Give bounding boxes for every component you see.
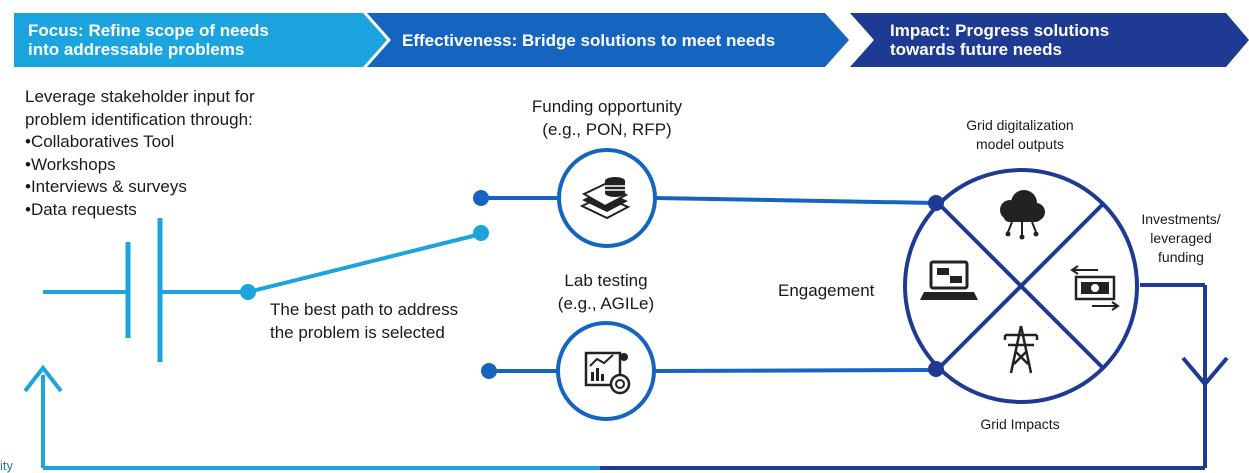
transmission-tower-icon (1003, 325, 1039, 374)
banner-impact-arrow (850, 13, 1249, 67)
funding-text: Funding opportunity (e.g., PON, RFP) (497, 96, 717, 141)
banner-focus-arrow (14, 13, 387, 67)
hub-left-label: Engagement (778, 281, 875, 300)
stakeholder-item-label: Workshops (30, 154, 116, 174)
stakeholder-intro-line1: Leverage stakeholder input for (25, 87, 255, 106)
stakeholder-item: •Interviews & surveys (25, 177, 187, 196)
hub-top-label: Grid digitalization model outputs (930, 116, 1110, 154)
lab-line1: Lab testing (564, 271, 648, 290)
lab-circle (556, 321, 656, 421)
loop-down-arrowhead (1181, 356, 1229, 388)
stakeholder-item-label: Interviews & surveys (30, 177, 187, 196)
best-path-text: The best path to address the problem is … (270, 299, 458, 344)
hub-right-label: Investments/ leveraged funding (1128, 210, 1234, 267)
funding-line2: (e.g., PON, RFP) (542, 119, 672, 139)
cloud-network-icon (1000, 190, 1045, 240)
switch-contact-node (473, 225, 489, 241)
laptop-chat-icon (920, 260, 978, 300)
stakeholder-item: •Collaboratives Tool (25, 132, 175, 151)
funding-line1: Funding opportunity (531, 97, 683, 116)
lab-line2: (e.g., AGILe) (557, 293, 655, 313)
stakeholder-item-label: Data requests (30, 199, 137, 219)
best-path-line1: The best path to address (270, 300, 459, 319)
banner-focus-line1: Focus: Refine scope of needs (28, 21, 269, 40)
banner-impact-label: Impact: Progress solutions towards futur… (890, 21, 1109, 59)
stakeholder-intro-line2: problem identification through: (25, 109, 253, 129)
banner-effectiveness-arrow (367, 13, 849, 67)
hub-right-line1: Investments/ (1141, 211, 1221, 227)
funding-wire-right (654, 196, 936, 205)
stakeholder-item: •Workshops (25, 154, 116, 174)
banner-impact-line1: Impact: Progress solutions (890, 21, 1110, 40)
banner-focus-line2: into addressable problems (28, 40, 245, 59)
stakeholder-text: Leverage stakeholder input for problem i… (25, 86, 255, 221)
best-path-line2: the problem is selected (270, 322, 445, 342)
analytics-icon (584, 351, 631, 395)
lab-wire-right (653, 368, 936, 373)
hub-top-left-node (928, 195, 944, 211)
hub-right-line3: funding (1158, 249, 1204, 265)
hub-bottom-label: Grid Impacts (980, 416, 1060, 432)
money-stack-icon (579, 177, 631, 220)
hub-top-line1: Grid digitalization (966, 117, 1074, 133)
hub-top-line2: model outputs (976, 136, 1064, 152)
banner-focus-label: Focus: Refine scope of needs into addres… (28, 21, 269, 59)
hub-diagonal-2 (937, 202, 1105, 370)
hub-right-line2: leveraged (1150, 230, 1212, 246)
switch-lever (247, 232, 482, 294)
lab-text: Lab testing (e.g., AGILe) (496, 270, 716, 315)
hub-bottom-left-node (928, 361, 944, 377)
stakeholder-item-label: Collaboratives Tool (30, 132, 175, 151)
banner-effectiveness-label: Effectiveness: Bridge solutions to meet … (402, 31, 776, 50)
money-transfer-icon (1070, 265, 1120, 311)
loop-up-arrowhead (23, 364, 63, 393)
banner-impact-line2: towards future needs (890, 40, 1062, 59)
corner-fragment-text: ity (0, 458, 13, 473)
stakeholder-item: •Data requests (25, 199, 137, 219)
